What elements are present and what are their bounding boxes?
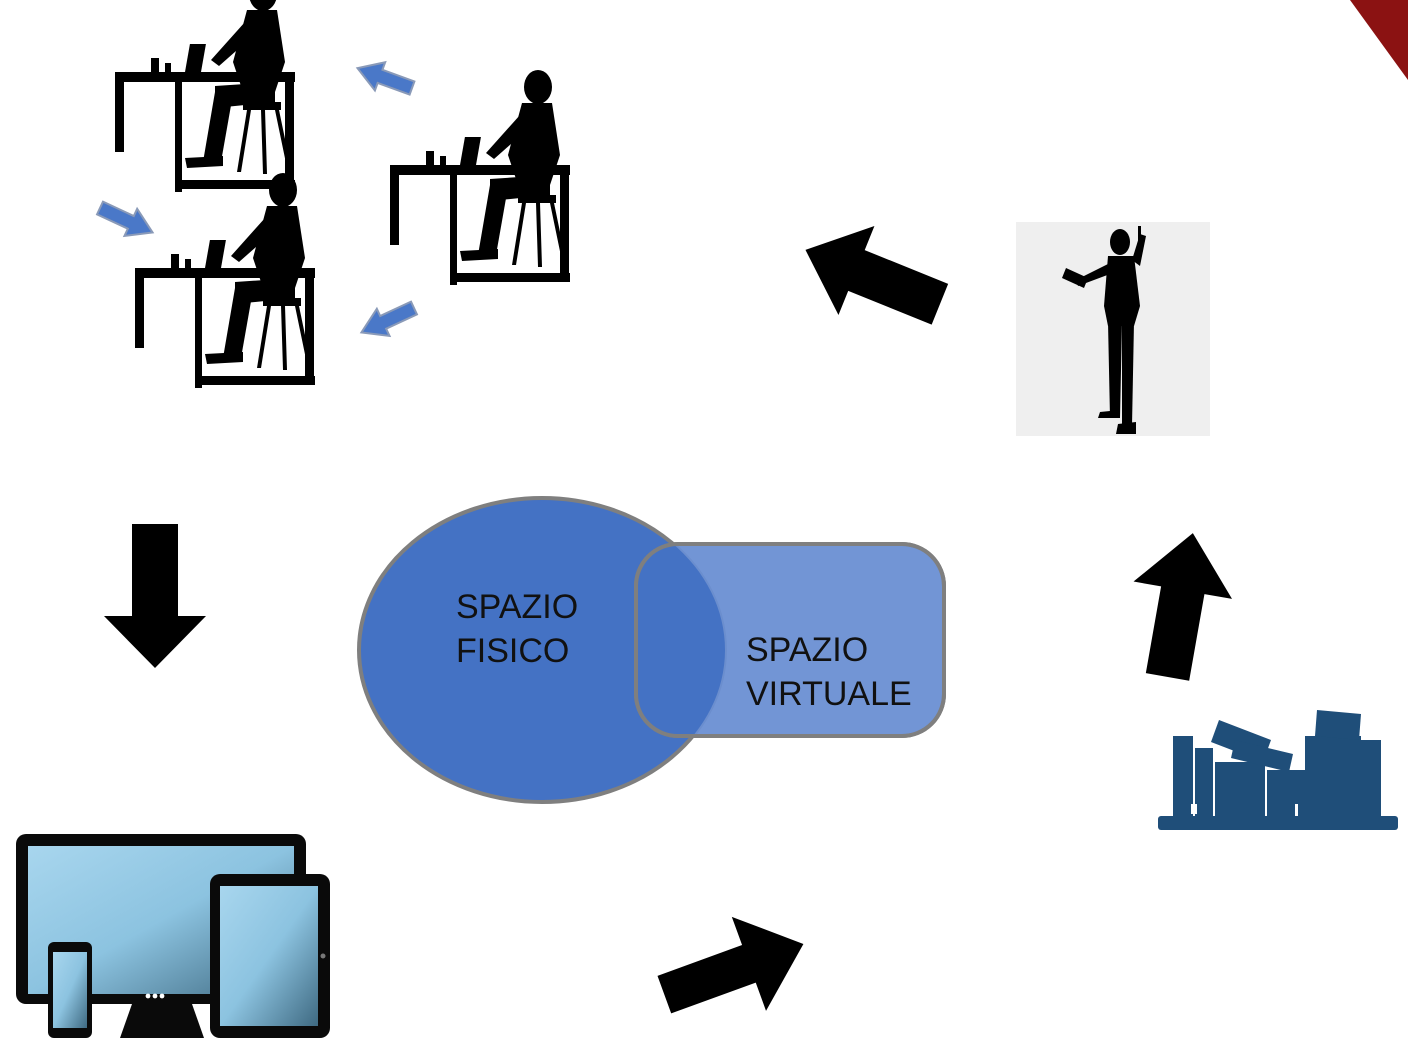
venn-diagram <box>357 496 946 804</box>
desk-worker-icon <box>390 70 570 285</box>
big-arrow-down <box>104 524 206 668</box>
teacher-icon <box>1062 226 1146 434</box>
big-arrow-right <box>657 916 804 1014</box>
desk-worker-icon <box>115 0 295 192</box>
classroom-illustration <box>92 0 570 388</box>
big-arrow-up <box>1133 533 1233 681</box>
books-icon <box>1158 710 1398 830</box>
big-arrow-up-left <box>805 226 949 325</box>
devices-icon <box>16 834 330 1038</box>
virtual-space-label: SPAZIO VIRTUALE <box>746 628 912 716</box>
small-arrow-icon <box>351 53 419 104</box>
physical-space-line2: FISICO <box>456 632 570 670</box>
virtual-space-line1: SPAZIO <box>746 631 869 669</box>
small-arrow-icon <box>354 293 422 348</box>
corner-accent <box>1350 0 1408 80</box>
small-arrow-icon <box>92 193 160 248</box>
virtual-space-line2: VIRTUALE <box>746 675 912 713</box>
teacher-figure <box>1016 222 1210 436</box>
physical-space-label: SPAZIO FISICO <box>456 585 578 673</box>
desk-worker-icon <box>135 173 315 388</box>
physical-space-line1: SPAZIO <box>456 588 579 626</box>
